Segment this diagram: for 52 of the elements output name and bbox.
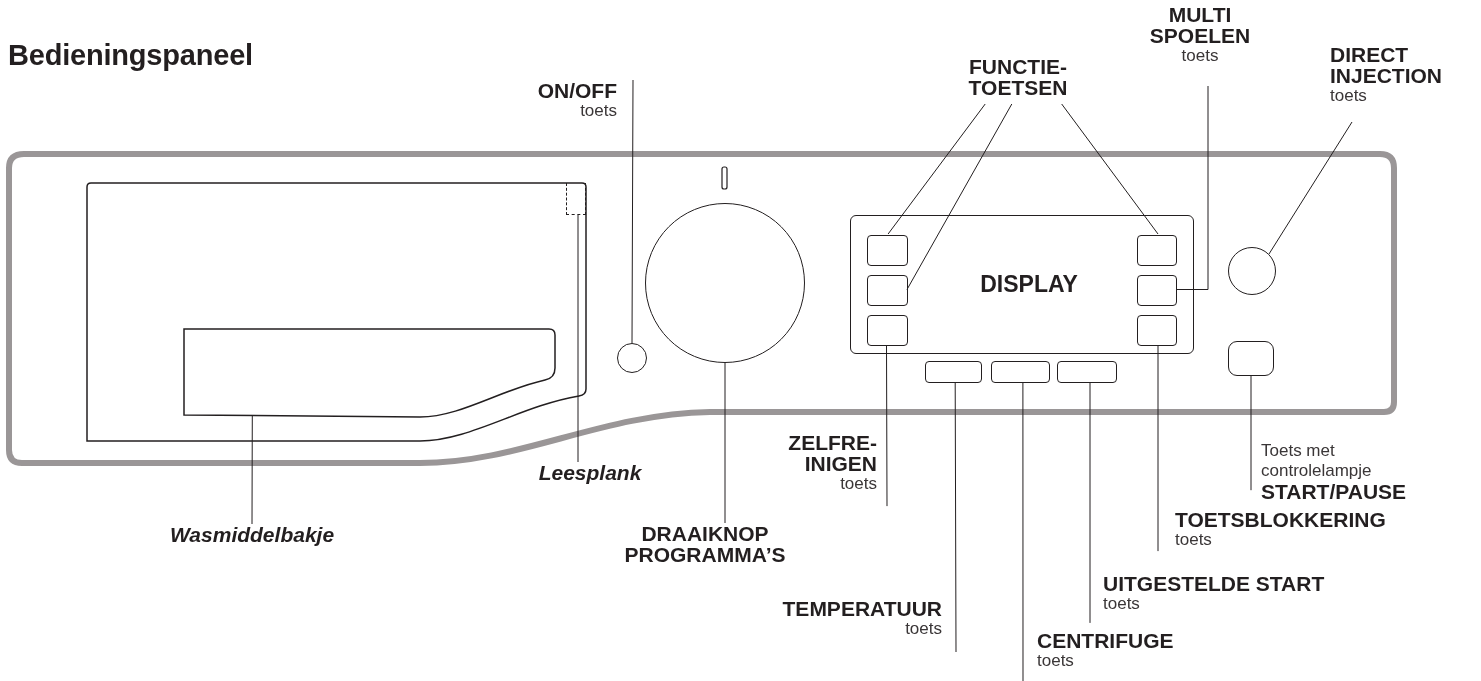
rectangular-button [1137,275,1177,306]
callout-heading: TEMPERATUUR [782,598,942,619]
leader-line [1175,85,1209,290]
rectangular-button [1137,315,1177,346]
diagram-title: Bedieningspaneel [8,40,253,72]
leader-line [251,414,253,525]
leader-line [577,214,579,463]
callout-heading: START/PAUSE [1261,481,1407,502]
rectangular-button [1057,361,1117,383]
rectangular-button [867,235,908,266]
leader-line [906,103,1013,290]
callout-heading: DIRECT INJECTION [1330,44,1443,86]
rectangular-button [991,361,1050,383]
callout-heading: MULTI SPOELEN [1148,4,1252,46]
leader-line [1157,344,1159,552]
rectangular-button [1137,235,1177,266]
rectangular-button [867,315,908,346]
callout-heading: DRAAIKNOP PROGRAMMA’S [623,523,787,565]
callout-subtext: Toets met controlelampje [1261,441,1373,481]
leader-line [954,382,957,653]
callout-subtext: toets [905,619,942,639]
callout-subtext: toets [580,101,617,121]
leader-line [887,103,986,235]
callout-heading: FUNCTIE- TOETSEN [967,56,1069,98]
rectangular-button [867,275,908,306]
leader-line [1268,121,1353,255]
leader-line [1089,382,1091,624]
leader-line [724,362,726,524]
callout-subtext: toets [1330,86,1367,106]
rectangular-button [925,361,982,383]
reading-shelf-marker [566,183,586,215]
leader-line [1061,103,1159,235]
callout-heading: Wasmiddelbakje [169,524,335,545]
rectangular-button [1228,341,1274,376]
display-panel [850,215,1194,354]
leader-line [886,344,888,507]
callout-heading: ON/OFF [537,80,617,101]
callout-heading: UITGESTELDE START [1103,573,1325,594]
callout-heading: TOETSBLOKKERING [1175,509,1386,530]
callout-subtext: toets [1103,594,1140,614]
callout-subtext: toets [1037,651,1074,671]
leader-line [1250,375,1252,491]
callout-subtext: toets [1175,530,1212,550]
callout-heading: Leesplank [538,462,642,483]
callout-heading: ZELFRE- INIGEN [787,432,877,474]
callout-heading: CENTRIFUGE [1037,630,1174,651]
callout-subtext: toets [840,474,877,494]
leader-line [1022,382,1024,681]
leader-line [631,79,634,344]
callout-subtext: toets [1181,46,1219,66]
drawer-handle-recess [183,328,556,418]
display-label: DISPLAY [980,271,1078,298]
